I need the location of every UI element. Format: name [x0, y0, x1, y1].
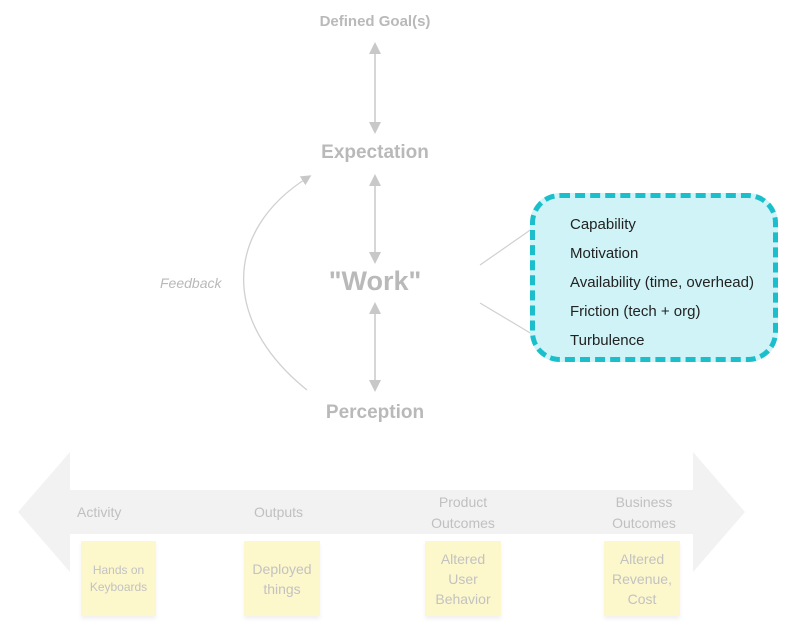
- work-factors-list: Capability Motivation Availability (time…: [570, 215, 754, 360]
- sticky-note-text: Hands on Keyboards: [89, 562, 148, 594]
- sticky-note-text: Altered Revenue, Cost: [612, 550, 672, 607]
- defined-goals-label: Defined Goal(s): [319, 13, 431, 30]
- stage-label-activity: Activity: [77, 504, 122, 520]
- sticky-note-altered-user-behavior: Altered User Behavior: [425, 541, 501, 616]
- sticky-note-altered-revenue-cost: Altered Revenue, Cost: [604, 541, 680, 616]
- factor-item: Motivation: [570, 245, 639, 262]
- feedback-arrow: [242, 175, 312, 391]
- stage-label-business-outcomes: Business Outcomes: [612, 494, 676, 531]
- sticky-note-text: Altered User Behavior: [435, 550, 491, 607]
- sticky-note-deployed-things: Deployed things: [244, 541, 320, 616]
- factor-item: Availability (time, overhead): [570, 274, 754, 291]
- stage-label-product-outcomes: Product Outcomes: [431, 494, 495, 531]
- perception-label: Perception: [325, 402, 425, 423]
- work-factors-box: Capability Motivation Availability (time…: [530, 193, 778, 362]
- work-label: "Work": [328, 266, 422, 296]
- feedback-label: Feedback: [160, 275, 222, 291]
- sticky-note-text: Deployed things: [252, 560, 312, 597]
- stage-band-arrow: [18, 452, 745, 572]
- stage-label-outputs: Outputs: [254, 504, 304, 520]
- factor-item: Turbulence: [570, 332, 645, 349]
- sticky-note-hands-on-keyboards: Hands on Keyboards: [81, 541, 156, 616]
- factor-item: Capability: [570, 216, 636, 233]
- factor-item: Friction (tech + org): [570, 303, 701, 320]
- expectation-label: Expectation: [321, 142, 429, 163]
